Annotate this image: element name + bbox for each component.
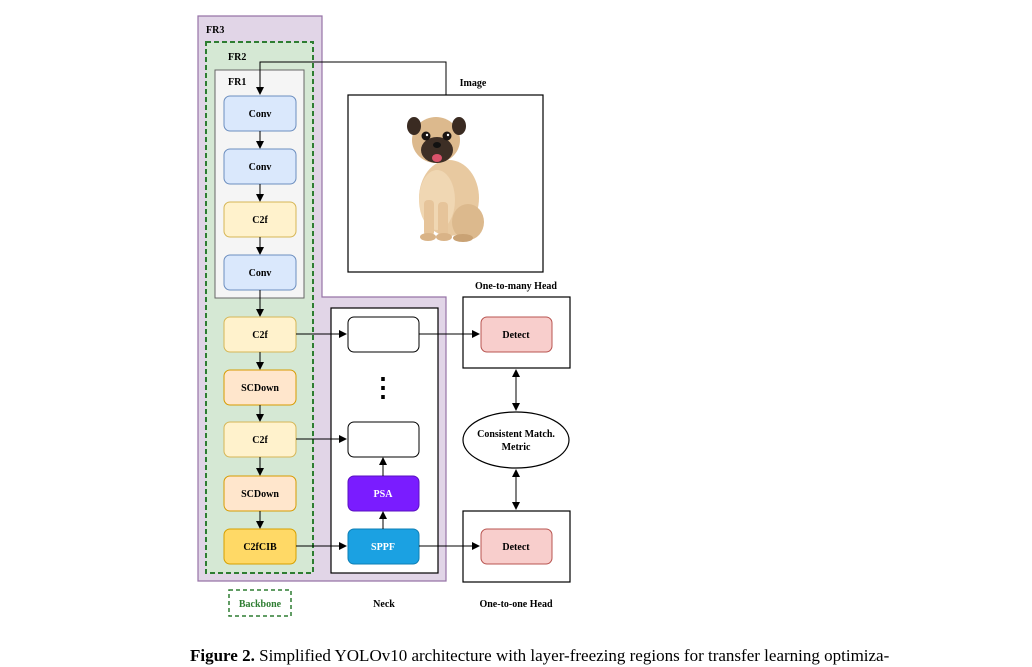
metric-line-1: Consistent Match.	[477, 429, 555, 440]
one-to-many-head-label: One-to-many Head	[475, 281, 557, 292]
backbone-block-label-4: Conv	[249, 268, 272, 279]
backbone-block-label-9: C2fCIB	[243, 542, 277, 553]
backbone-block-label-2: Conv	[249, 162, 272, 173]
neck-empty-block-top	[347, 316, 420, 353]
detect-label-bottom: Detect	[502, 542, 530, 553]
backbone-block-label-7: C2f	[252, 435, 268, 446]
backbone-block-label-3: C2f	[252, 215, 268, 226]
pug-image	[407, 117, 484, 242]
backbone-block-label-5: C2f	[252, 330, 268, 341]
image-to-input-line	[256, 61, 447, 95]
psa-label: PSA	[374, 489, 394, 500]
fr3-label: FR3	[206, 25, 224, 36]
fr1-label: FR1	[228, 77, 246, 88]
detect-block-bottom	[480, 528, 553, 565]
image-label: Image	[460, 78, 487, 89]
backbone-block-label-8: SCDown	[241, 489, 279, 500]
figure-caption-text: Simplified YOLOv10 architecture with lay…	[259, 646, 890, 665]
figure-caption-label: Figure 2.	[190, 646, 255, 665]
fr2-label: FR2	[228, 52, 246, 63]
consistent-match-metric	[462, 411, 570, 469]
backbone-label: Backbone	[239, 599, 282, 610]
detect-block-top	[480, 316, 553, 353]
metric-line-2: Metric	[502, 442, 531, 453]
neck-label: Neck	[373, 599, 395, 610]
one-to-one-head-label: One-to-one Head	[479, 599, 552, 610]
backbone-block-label-6: SCDown	[241, 383, 279, 394]
figure-caption: Figure 2. Simplified YOLOv10 architectur…	[190, 646, 1032, 666]
detect-label-top: Detect	[502, 330, 530, 341]
backbone-label-box	[228, 589, 292, 617]
sppf-label: SPPF	[371, 542, 395, 553]
neck-ellipsis: ⋮	[370, 373, 396, 402]
backbone-block-label-1: Conv	[249, 109, 272, 120]
neck-empty-block-bottom	[347, 421, 420, 458]
